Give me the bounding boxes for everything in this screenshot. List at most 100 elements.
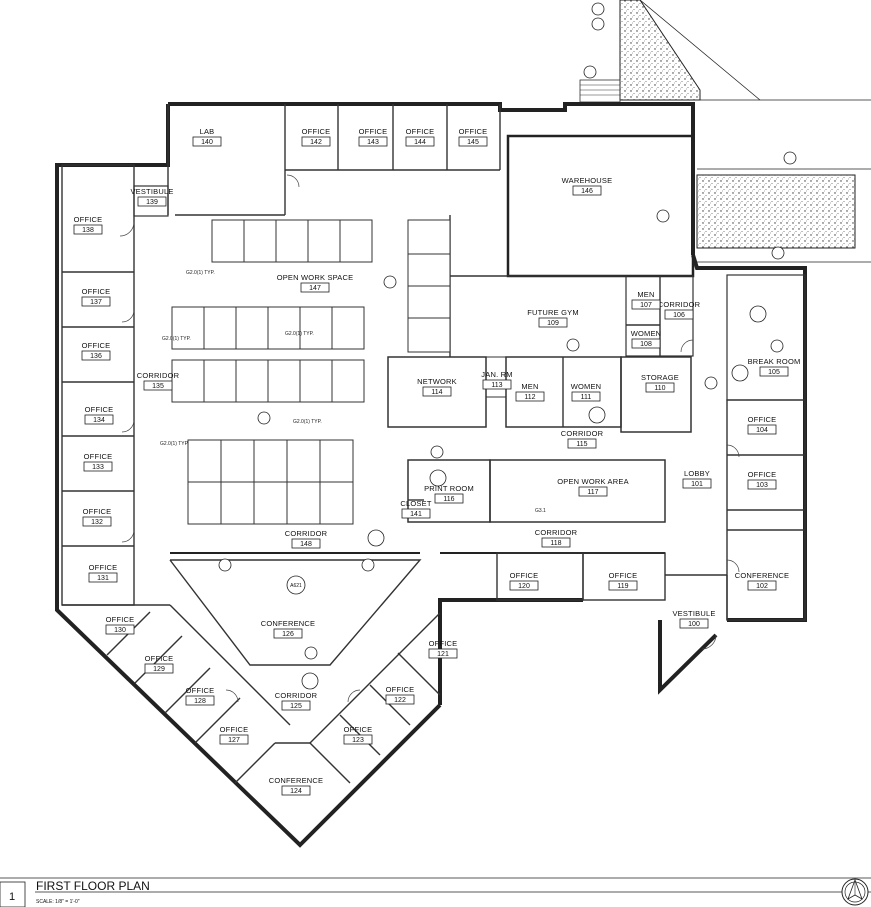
room-number-113: 113: [491, 382, 502, 389]
room-name-126: CONFERENCE: [261, 619, 316, 628]
room-number-box: [81, 350, 111, 361]
room-name-121: OFFICE: [429, 639, 458, 648]
room-number-box: [428, 648, 458, 659]
annotation-typ: G2.0(1) TYP.: [160, 441, 189, 447]
room-name-134: OFFICE: [85, 405, 114, 414]
room-number-126: 126: [282, 631, 294, 638]
room-number-108: 108: [640, 341, 652, 348]
room-number-box: [82, 516, 112, 527]
annotation-g31: G3.1: [535, 508, 546, 514]
room-name-106: CORRIDOR: [658, 300, 701, 309]
room-number-119: 119: [617, 583, 628, 590]
room-number-box: [645, 382, 675, 393]
room-number-box: [291, 538, 321, 549]
room-name-110: STORAGE: [641, 373, 679, 382]
workstations: [171, 219, 451, 525]
room-number-130: 130: [114, 627, 126, 634]
room-name-143: OFFICE: [359, 127, 388, 136]
room-number-box: [509, 580, 539, 591]
drawing-title: FIRST FLOOR PLAN: [36, 879, 150, 893]
room-name-141: CLOSET: [400, 499, 431, 508]
room-number-107: 107: [640, 302, 652, 309]
room-number-box: [143, 380, 173, 391]
room-name-146: WAREHOUSE: [562, 176, 613, 185]
room-name-112: MEN: [521, 382, 538, 391]
room-number-124: 124: [290, 788, 302, 795]
room-number-135: 135: [152, 383, 164, 390]
room-number-box: [482, 379, 512, 390]
room-number-114: 114: [431, 389, 442, 396]
room-number-box: [759, 366, 789, 377]
interior-walls: [61, 104, 806, 784]
detail-tag-a621: A621: [290, 583, 302, 589]
room-number-127: 127: [228, 737, 240, 744]
room-number-123: 123: [352, 737, 364, 744]
room-number-box: [515, 391, 545, 402]
room-name-148: CORRIDOR: [285, 529, 328, 538]
room-number-116: 116: [443, 496, 454, 503]
room-number-box: [664, 309, 694, 320]
room-name-135: CORRIDOR: [137, 371, 180, 380]
room-number-106: 106: [673, 312, 685, 319]
room-number-147: 147: [309, 285, 321, 292]
room-name-127: OFFICE: [220, 725, 249, 734]
room-name-124: CONFERENCE: [269, 776, 324, 785]
room-number-122: 122: [394, 697, 406, 704]
room-number-112: 112: [524, 394, 535, 401]
room-name-145: OFFICE: [459, 127, 488, 136]
room-number-box: [219, 734, 249, 745]
room-number-box: [84, 414, 114, 425]
room-number-box: [301, 136, 331, 147]
room-number-102: 102: [756, 583, 768, 590]
room-number-141: 141: [410, 511, 422, 518]
room-name-140: LAB: [200, 127, 215, 136]
detail-bubbles: A621: [218, 2, 797, 690]
room-number-128: 128: [194, 698, 206, 705]
room-number-118: 118: [550, 540, 561, 547]
room-name-107: MEN: [637, 290, 654, 299]
room-number-box: [608, 580, 638, 591]
room-number-117: 117: [587, 489, 598, 496]
room-number-box: [458, 136, 488, 147]
room-number-box: [401, 508, 431, 519]
room-number-134: 134: [93, 417, 105, 424]
room-number-103: 103: [756, 482, 768, 489]
room-name-131: OFFICE: [89, 563, 118, 572]
room-name-101: LOBBY: [684, 469, 710, 478]
room-name-122: OFFICE: [386, 685, 415, 694]
room-name-144: OFFICE: [406, 127, 435, 136]
room-number-box: [385, 694, 415, 705]
room-number-box: [434, 493, 464, 504]
annotation-typ: G2.0(1) TYP.: [285, 331, 314, 337]
room-number-137: 137: [90, 299, 102, 306]
room-number-138: 138: [82, 227, 94, 234]
room-number-box: [88, 572, 118, 583]
room-number-box: [538, 317, 568, 328]
room-name-136: OFFICE: [82, 341, 111, 350]
room-name-119: OFFICE: [609, 571, 638, 580]
room-name-139: VESTIBULE: [130, 187, 173, 196]
room-number-box: [747, 479, 777, 490]
room-number-142: 142: [310, 139, 322, 146]
room-number-box: [192, 136, 222, 147]
room-number-132: 132: [91, 519, 103, 526]
room-name-130: OFFICE: [106, 615, 135, 624]
room-number-148: 148: [300, 541, 312, 548]
room-number-120: 120: [518, 583, 530, 590]
room-number-100: 100: [688, 621, 700, 628]
room-number-box: [578, 486, 608, 497]
room-number-111: 111: [581, 394, 592, 401]
room-name-116: PRINT ROOM: [424, 484, 474, 493]
room-name-142: OFFICE: [302, 127, 331, 136]
room-name-120: OFFICE: [510, 571, 539, 580]
north-arrow-icon: [841, 878, 869, 906]
room-number-box: [300, 282, 330, 293]
annotation-typ: G2.0(1) TYP.: [293, 419, 322, 425]
room-name-104: OFFICE: [748, 415, 777, 424]
room-number-box: [747, 580, 777, 591]
annotation-typ: G2.0(1) TYP.: [186, 270, 215, 276]
annotation-typ: G2.0(1) TYP.: [162, 336, 191, 342]
room-number-box: [567, 438, 597, 449]
annotations: G2.0(1) TYP. G2.0(1) TYP. G2.0(1) TYP. G…: [160, 270, 546, 514]
room-number-box: [185, 695, 215, 706]
